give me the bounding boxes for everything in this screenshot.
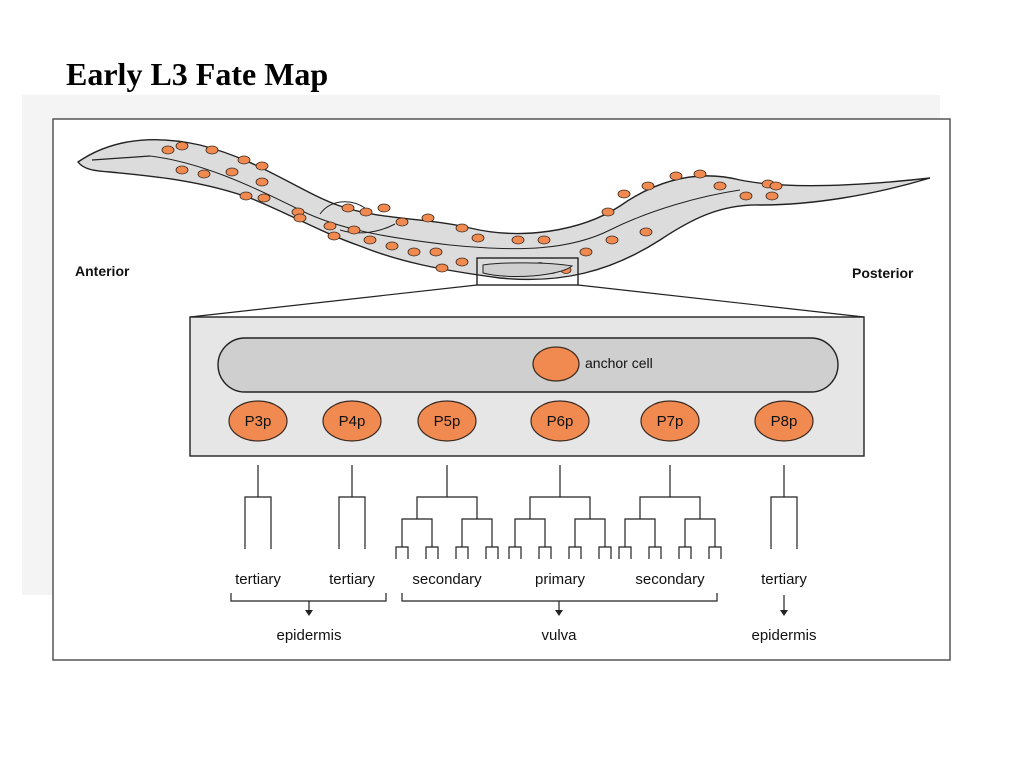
worm-nucleus <box>739 191 753 201</box>
worm-nucleus <box>175 165 189 175</box>
worm-nucleus <box>429 247 443 257</box>
vpc-cell-label: P5p <box>434 413 461 430</box>
worm-nucleus <box>579 247 593 257</box>
worm-nucleus <box>197 169 211 179</box>
worm-nucleus <box>237 155 251 165</box>
zoom-line-right <box>577 284 865 318</box>
worm-nucleus <box>537 235 551 245</box>
worm-nucleus <box>175 141 189 151</box>
worm-nucleus <box>471 233 485 243</box>
worm-nucleus <box>639 227 653 237</box>
worm-nucleus <box>407 247 421 257</box>
worm-nucleus <box>377 203 391 213</box>
vpc-cell-ellipse <box>228 400 288 442</box>
fate-label-p6p: primary <box>535 571 586 588</box>
worm-nucleus <box>669 171 683 181</box>
vpc-cell-label: P4p <box>339 413 366 430</box>
worm-nucleus <box>255 161 269 171</box>
worm-nucleus <box>385 241 399 251</box>
worm-nucleus <box>435 263 449 273</box>
outcome-brackets <box>230 593 788 616</box>
vpc-cell-p5p: P5p <box>417 400 477 442</box>
anterior-label: Anterior <box>75 263 130 279</box>
vpc-cell-ellipse <box>530 400 590 442</box>
vpc-cell-ellipse <box>640 400 700 442</box>
anchor-cell <box>532 346 580 382</box>
lineage-tree-p5p <box>395 465 499 559</box>
fate-label-p7p: secondary <box>635 571 705 588</box>
worm-nucleus <box>605 235 619 245</box>
worm-nucleus <box>455 223 469 233</box>
lineage-tree-p3p <box>244 465 272 549</box>
lineage-tree-p8p <box>770 465 798 549</box>
vpc-cell-label: P7p <box>657 413 684 430</box>
worm-nucleus <box>765 191 779 201</box>
lineage-trees <box>244 465 798 559</box>
worm-nucleus <box>421 213 435 223</box>
zoom-line-left <box>189 284 478 318</box>
worm-nucleus <box>363 235 377 245</box>
vpc-cell-p4p: P4p <box>322 400 382 442</box>
fate-label-p4p: tertiary <box>329 571 375 588</box>
worm-nucleus <box>257 193 271 203</box>
fate-labels: tertiary tertiary secondary primary secondar… <box>235 571 807 588</box>
outcome-epidermis-left: epidermis <box>276 627 341 644</box>
worm-nucleus <box>161 145 175 155</box>
worm-nucleus <box>713 181 727 191</box>
vpc-cell-p3p: P3p <box>228 400 288 442</box>
worm-nucleus <box>239 191 253 201</box>
worm-nucleus <box>511 235 525 245</box>
lineage-tree-p7p <box>618 465 722 559</box>
posterior-label: Posterior <box>852 265 914 281</box>
fate-label-p8p: tertiary <box>761 571 807 588</box>
lineage-tree-p6p <box>508 465 612 559</box>
worm-nucleus <box>455 257 469 267</box>
fate-label-p3p: tertiary <box>235 571 281 588</box>
worm-nucleus <box>205 145 219 155</box>
worm-nucleus <box>395 217 409 227</box>
slide-title: Early L3 Fate Map <box>66 56 329 92</box>
worm-nucleus <box>327 231 341 241</box>
vpc-cell-label: P8p <box>771 413 798 430</box>
vpc-cell-label: P6p <box>547 413 574 430</box>
worm-nucleus <box>323 221 337 231</box>
anchor-cell-label: anchor cell <box>585 355 653 371</box>
vpc-cell-p8p: P8p <box>754 400 814 442</box>
worm-nucleus <box>341 203 355 213</box>
vpc-cell-label: P3p <box>245 413 272 430</box>
vpc-cell-p7p: P7p <box>640 400 700 442</box>
vpc-cell-ellipse <box>417 400 477 442</box>
vulva-region-gonad <box>482 262 574 277</box>
worm-nucleus <box>693 169 707 179</box>
vpc-cells: P3p P4p P5p P6p P7p P8p <box>228 400 814 442</box>
vpc-cell-ellipse <box>754 400 814 442</box>
fate-label-p5p: secondary <box>412 571 482 588</box>
worm-nucleus <box>225 167 239 177</box>
worm-nucleus <box>601 207 615 217</box>
vpc-cell-ellipse <box>322 400 382 442</box>
outcome-vulva: vulva <box>541 627 577 644</box>
worm-nucleus <box>359 207 373 217</box>
gonad <box>217 337 839 393</box>
worm-nucleus <box>617 189 631 199</box>
vulva-region-box <box>476 257 579 286</box>
outcome-epidermis-right: epidermis <box>751 627 816 644</box>
vpc-cell-p6p: P6p <box>530 400 590 442</box>
worm-nucleus <box>255 177 269 187</box>
lineage-tree-p4p <box>338 465 366 549</box>
worm-nucleus <box>293 213 307 223</box>
worm-nucleus <box>769 181 783 191</box>
worm-nucleus <box>641 181 655 191</box>
worm-nucleus <box>347 225 361 235</box>
